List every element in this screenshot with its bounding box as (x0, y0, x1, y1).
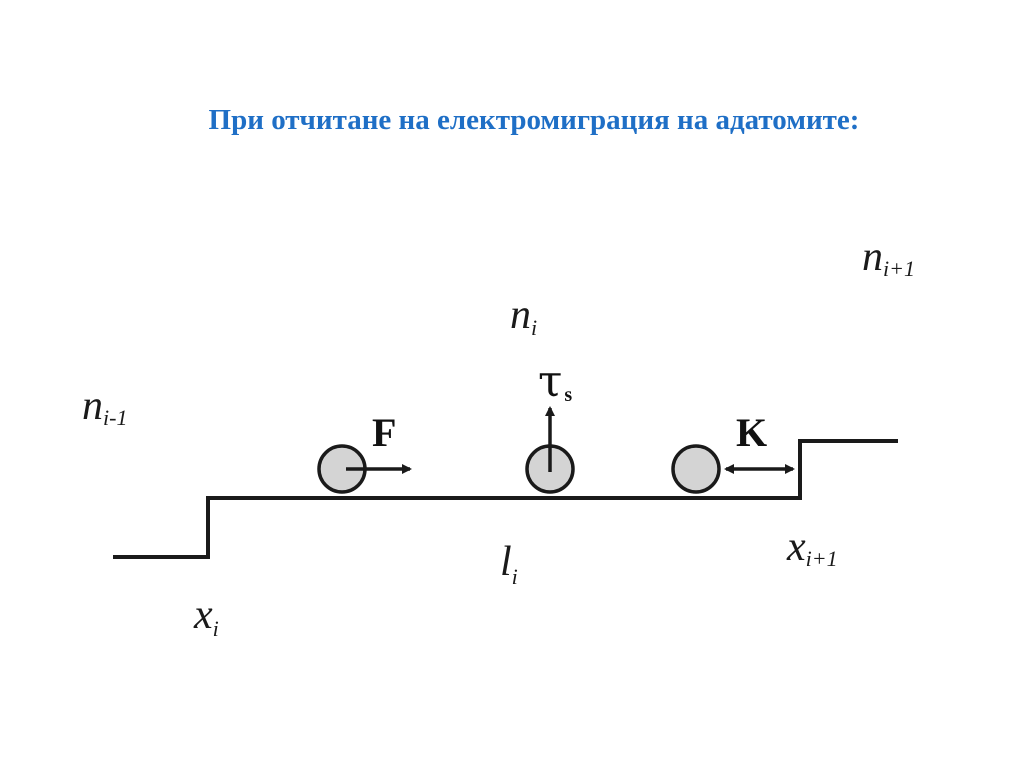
step-profile-line (113, 439, 898, 559)
label-l-i: li (500, 539, 518, 589)
slide-title: При отчитане на електромиграция на адато… (208, 104, 860, 136)
label-n-i: ni (510, 292, 537, 340)
label-n-i-plus-1: ni+1 (862, 234, 915, 281)
adatom-right (671, 444, 721, 494)
label-x-i: xi (193, 592, 219, 641)
label-kink: K (736, 410, 767, 455)
label-force: F (372, 410, 396, 455)
label-n-i-minus-1: ni-1 (82, 383, 127, 430)
label-x-i-plus-1: xi+1 (786, 524, 838, 571)
